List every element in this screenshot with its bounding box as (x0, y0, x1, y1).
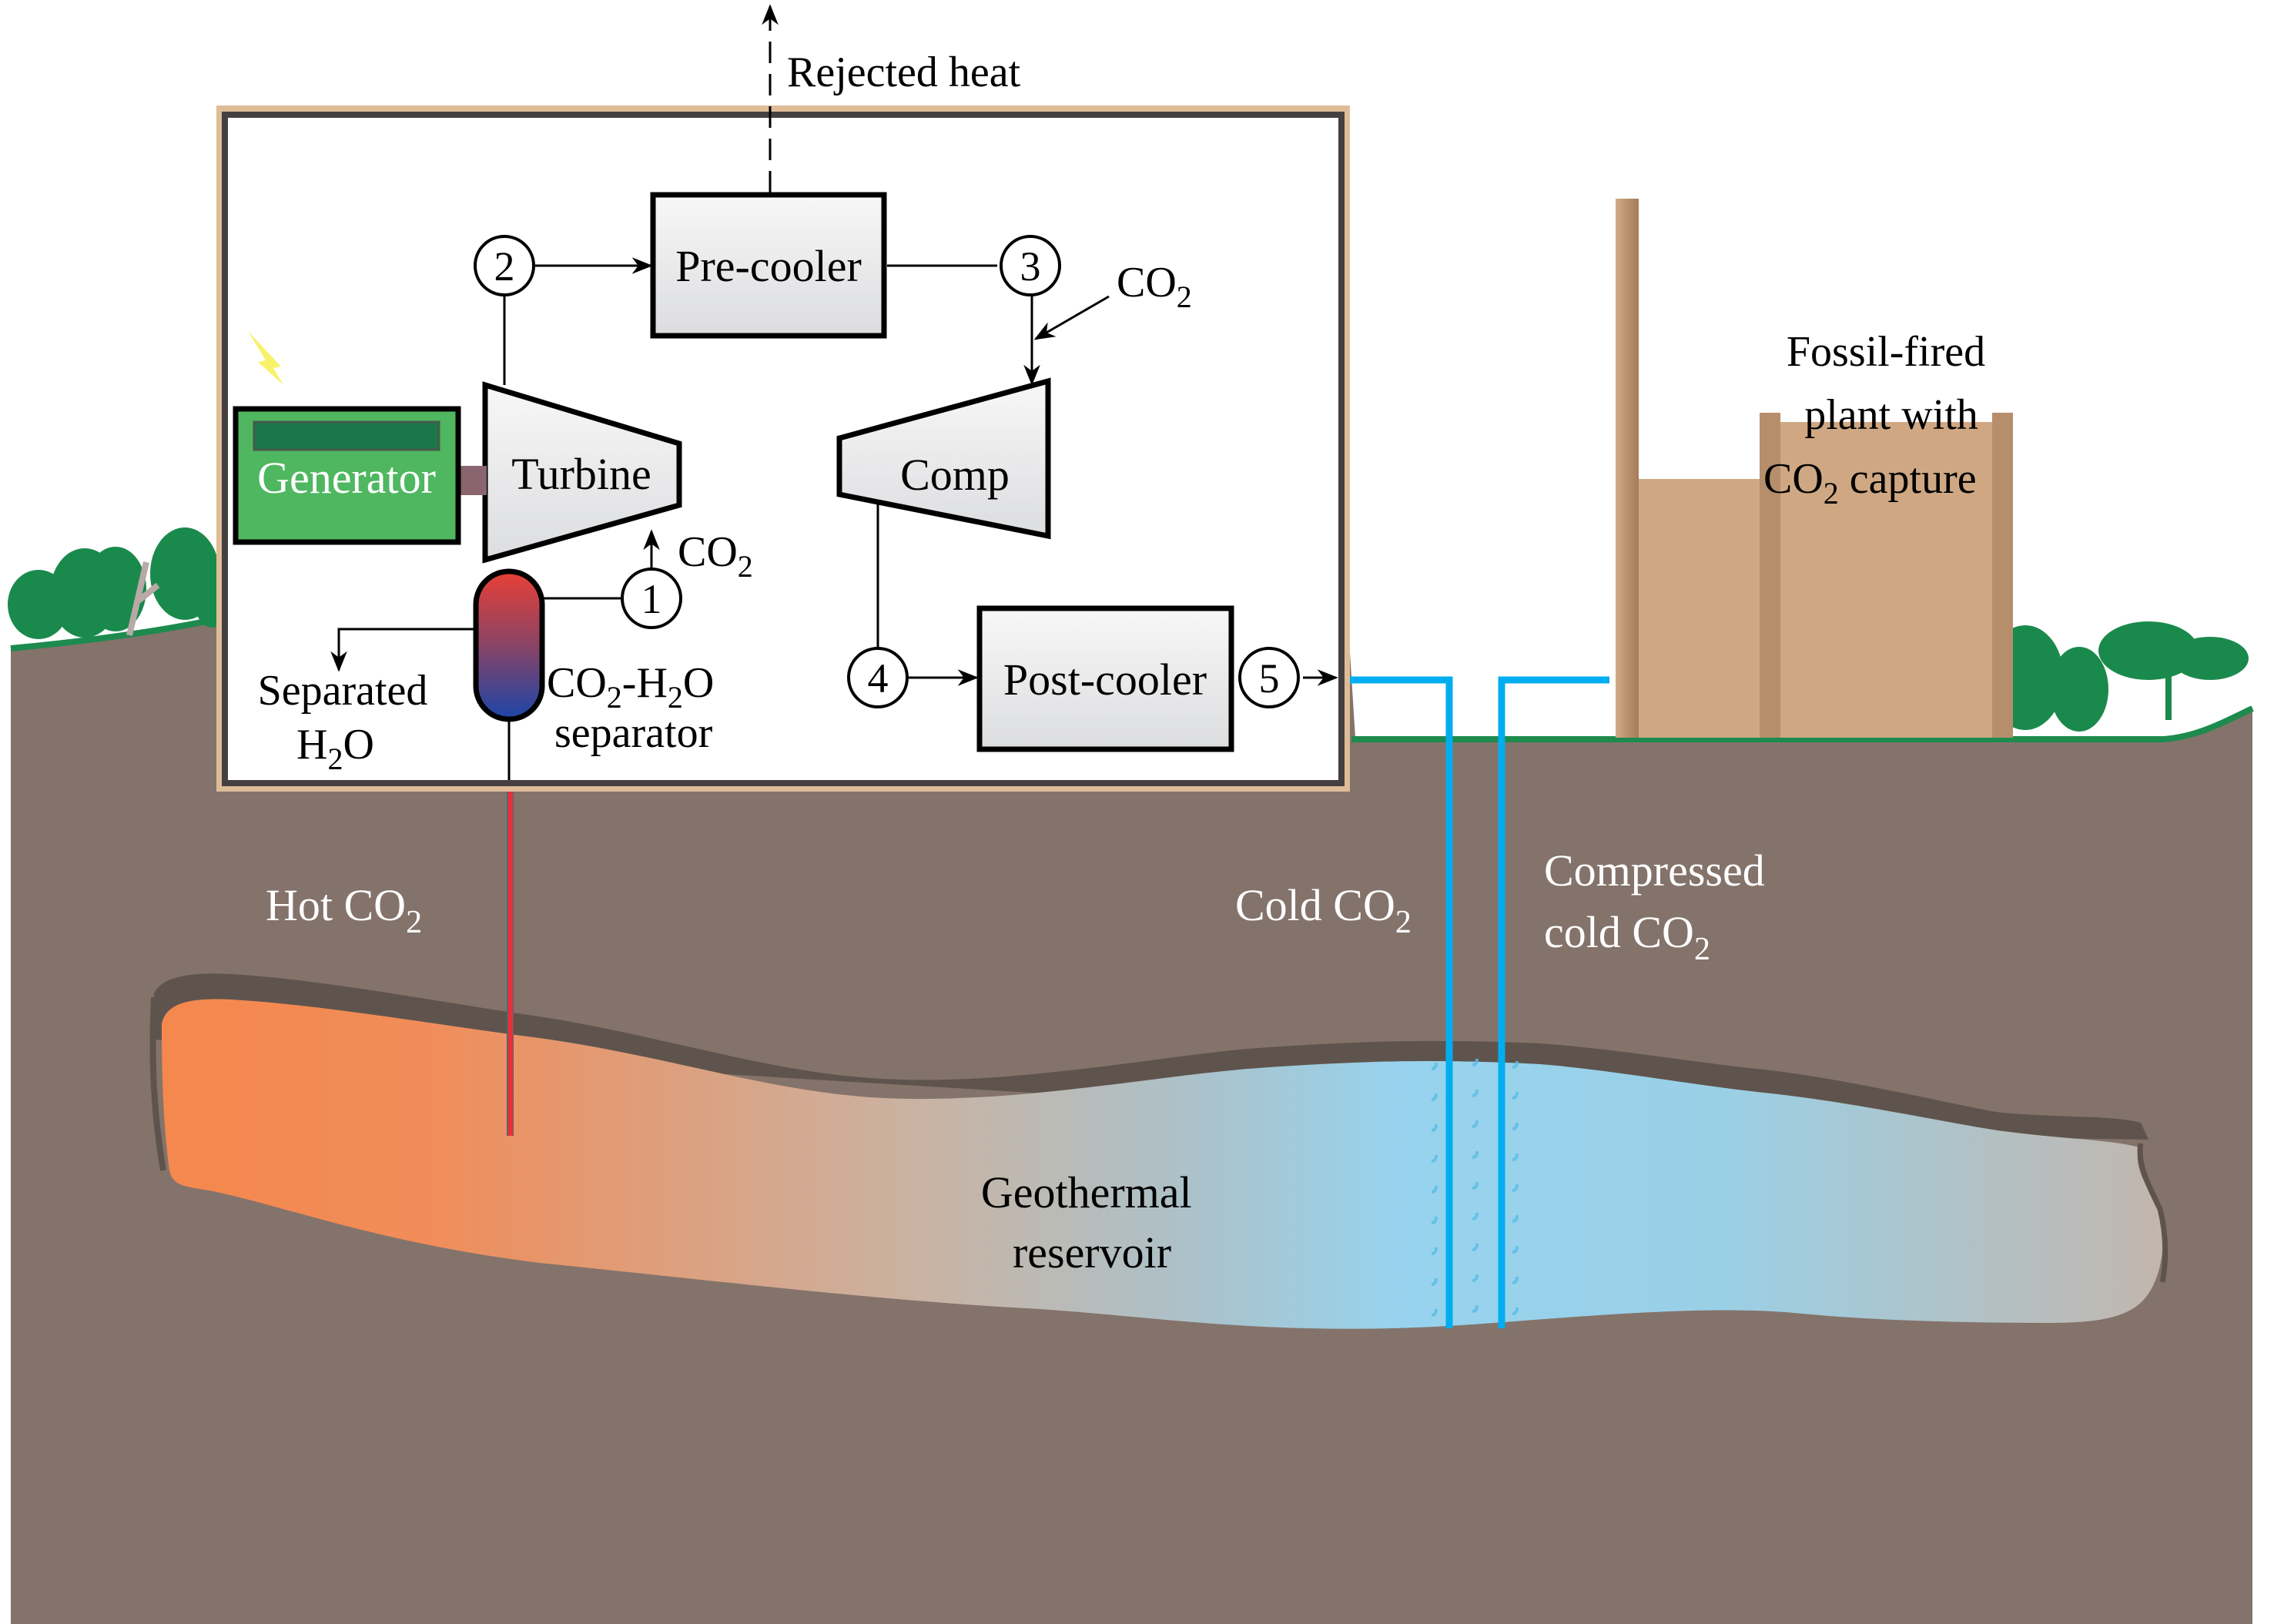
state-point-circle[interactable] (847, 647, 909, 708)
state-point-circle[interactable] (621, 568, 682, 629)
reservoir-body (162, 999, 2163, 1329)
hot-co2-label: Hot CO2 (266, 880, 422, 940)
cold-injection-wells (1350, 676, 1609, 1328)
state-point-label: 2 (494, 243, 515, 290)
cold-co2-label: Cold CO2 (1235, 880, 1412, 940)
fossil-fired-plant (1616, 199, 2013, 738)
injection-perforations (1431, 1058, 1519, 1317)
pre-cooler-label: Pre-cooler (675, 241, 862, 291)
state-point-circle[interactable] (474, 235, 535, 296)
co2-makeup-label: CO2 (1117, 259, 1192, 314)
state-point-2[interactable]: 2 (474, 235, 535, 296)
shaft (458, 466, 487, 495)
post-cooler-label: Post-cooler (1003, 655, 1207, 705)
separator-label: CO2-H2O (547, 659, 714, 715)
generator-panel (253, 420, 440, 451)
compressed-cold-co2-label: Compressed cold CO2 (1544, 845, 1776, 967)
pre-cooler[interactable]: Pre-cooler (650, 192, 887, 339)
plant-tower-right (1992, 413, 2013, 738)
line-separator-to-h2o (330, 628, 476, 672)
plant-main-building (1780, 422, 1994, 738)
generator[interactable]: Generator (233, 331, 487, 545)
lightning-icon (248, 331, 283, 385)
compressor-body[interactable] (836, 377, 1051, 540)
hot-production-well (507, 782, 514, 1136)
compressor[interactable]: Comp (836, 377, 1051, 540)
tree-icon (2172, 637, 2249, 680)
post-cooler-box[interactable] (976, 605, 1234, 752)
turbine-body[interactable] (482, 381, 682, 564)
separator-vessel[interactable] (473, 568, 545, 722)
reservoir-right-edge (2137, 1143, 2169, 1283)
generator-label: Generator (257, 453, 436, 503)
state-point-label: 5 (1259, 655, 1280, 702)
cold-co2-pipe[interactable] (1350, 676, 1453, 1328)
state-point-label: 4 (868, 655, 889, 702)
compressor-label: Comp (900, 450, 1010, 500)
line-co2-makeup (1033, 295, 1110, 340)
grass-line-right (1351, 705, 2254, 742)
hot-co2-pipe-core (508, 782, 513, 1136)
tree-trunk (2165, 662, 2172, 720)
post-cooler[interactable]: Post-cooler (976, 605, 1234, 752)
plant-low-building (1639, 479, 1762, 738)
rejected-heat-label: Rejected heat (787, 49, 1021, 96)
tree-icon (2050, 647, 2108, 732)
pre-cooler-box[interactable] (650, 192, 887, 339)
reservoir-label: Geothermal reservoir (981, 1167, 1203, 1277)
separated-h2o-formula: H2O (296, 721, 374, 776)
fossil-plant-label-co2: CO2 capture (1763, 455, 1977, 511)
state-point-1[interactable]: 1 (621, 568, 682, 629)
compressed-cold-co2-pipe[interactable] (1498, 676, 1609, 1328)
state-point-3[interactable]: 3 (1000, 235, 1061, 296)
separated-h2o-label: Separated (258, 667, 428, 715)
tree-icon (2098, 621, 2199, 680)
state-point-circle[interactable] (1000, 235, 1061, 296)
turbine[interactable]: Turbine (482, 381, 682, 564)
co2-turbine-inlet-label: CO2 (678, 528, 753, 584)
turbine-label: Turbine (511, 449, 651, 499)
state-point-5[interactable]: 5 (1238, 647, 1300, 708)
state-point-circle[interactable] (1238, 647, 1300, 708)
tree-icon (85, 547, 146, 631)
fossil-plant-label: Fossil-fired plant with (1787, 328, 1996, 439)
plant-tower-left (1760, 413, 1780, 738)
state-point-label: 1 (641, 576, 662, 622)
trees-right (1987, 621, 2249, 732)
state-point-label: 3 (1020, 243, 1041, 290)
state-point-4[interactable]: 4 (847, 647, 909, 708)
geothermal-reservoir (149, 973, 2169, 1329)
reservoir-left-edge (149, 996, 166, 1171)
co2-h2o-separator[interactable] (473, 568, 545, 722)
bare-tree-icon (126, 561, 160, 636)
separator-label-line2: separator (554, 709, 713, 757)
chimney (1616, 199, 1639, 738)
